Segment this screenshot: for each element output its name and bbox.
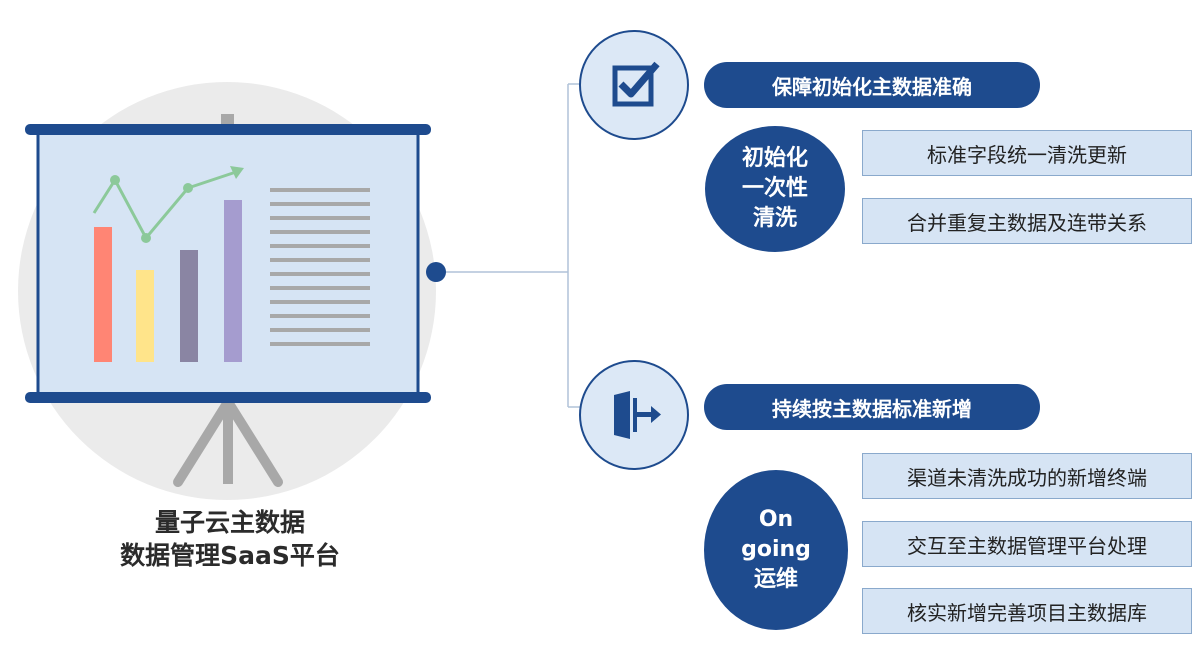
sub-line: 一次性 [741, 176, 808, 201]
section-2-item-3: 核实新增完善项目主数据库 [862, 588, 1192, 634]
caption-line-2: 数据管理SaaS平台 [120, 541, 340, 570]
chart-bar-1 [94, 227, 112, 362]
chart-bar-3 [180, 250, 198, 362]
presentation-board-illustration [25, 114, 431, 487]
section-2-sub-circle: On going 运维 [704, 470, 848, 630]
caption-line-1: 量子云主数据 [154, 508, 305, 537]
section-1-item-2: 合并重复主数据及连带关系 [862, 198, 1192, 244]
section-2-title: 持续按主数据标准新增 [704, 384, 1040, 430]
sub-line: 运维 [753, 567, 798, 592]
sub-line: On [758, 507, 794, 532]
sub-line: going [741, 537, 811, 562]
exit-door-icon [614, 391, 661, 439]
section-2-icon-circle [579, 360, 689, 470]
sub-line: 初始化 [741, 146, 808, 171]
sub-line: 清洗 [752, 206, 797, 231]
chart-bar-4 [224, 200, 242, 362]
board-top-rail [25, 124, 431, 135]
tripod-stand [173, 397, 283, 487]
connector-dot [426, 262, 446, 282]
section-1-item-1: 标准字段统一清洗更新 [862, 130, 1192, 176]
section-1-icon-circle [579, 30, 689, 140]
chart-bar-2 [136, 270, 154, 362]
board-bottom-rail [25, 392, 431, 403]
checkbox-icon [612, 61, 660, 107]
section-2-item-2: 交互至主数据管理平台处理 [862, 521, 1192, 567]
section-2-item-1: 渠道未清洗成功的新增终端 [862, 453, 1192, 499]
section-1-sub-circle: 初始化 一次性 清洗 [705, 126, 845, 252]
text-lines-decoration [270, 188, 370, 346]
trend-line [92, 166, 244, 243]
section-1-title: 保障初始化主数据准确 [704, 62, 1040, 108]
